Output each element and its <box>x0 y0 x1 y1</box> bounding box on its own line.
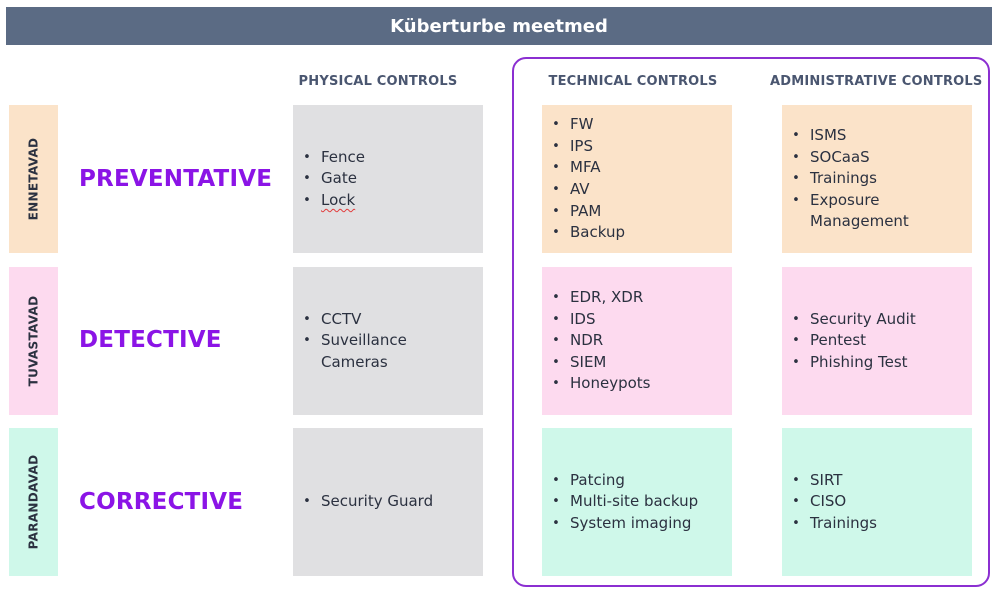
list-item: •SOCaaS <box>782 147 907 169</box>
list-item: •AV <box>542 179 625 201</box>
bullet-icon: • <box>792 333 800 349</box>
bullet-list: •CCTV •Suveillance Cameras <box>293 309 413 374</box>
bullet-icon: • <box>552 354 560 370</box>
list-item: •EDR, XDR <box>542 287 650 309</box>
list-item: •Fence <box>293 147 365 169</box>
list-item: •SIRT <box>782 470 877 492</box>
bullet-icon: • <box>792 192 800 208</box>
cell-detective-physical: •CCTV •Suveillance Cameras <box>293 267 483 415</box>
bullet-icon: • <box>552 138 560 154</box>
list-item: •Gate <box>293 168 365 190</box>
bullet-icon: • <box>552 203 560 219</box>
bullet-icon: • <box>792 128 800 144</box>
bullet-list: •EDR, XDR •IDS •NDR •SIEM •Honeypots <box>542 287 650 395</box>
bullet-icon: • <box>303 149 311 165</box>
column-header-administrative: ADMINISTRATIVE CONTROLS <box>770 74 983 89</box>
bullet-icon: • <box>552 311 560 327</box>
list-item: •IPS <box>542 136 625 158</box>
bullet-icon: • <box>552 117 560 133</box>
bullet-icon: • <box>792 354 800 370</box>
bullet-icon: • <box>303 333 311 349</box>
list-item: •Patcing <box>542 470 698 492</box>
list-item: •PAM <box>542 201 625 223</box>
list-item: •Suveillance Cameras <box>293 330 413 373</box>
diagram-title: Küberturbe meetmed <box>390 15 608 37</box>
bullet-icon: • <box>552 290 560 306</box>
list-item: •IDS <box>542 309 650 331</box>
bullet-icon: • <box>552 515 560 531</box>
cell-preventative-administrative: •ISMS •SOCaaS •Trainings •Exposure Manag… <box>782 105 972 253</box>
bullet-icon: • <box>552 182 560 197</box>
list-item: •CCTV <box>293 309 413 331</box>
bullet-list: •Fence •Gate • Lock <box>293 147 365 212</box>
list-item: •Trainings <box>782 168 907 190</box>
list-item: •CISO <box>782 491 877 513</box>
list-item: •Backup <box>542 222 625 244</box>
bullet-icon: • <box>792 472 800 488</box>
list-item: •Security Guard <box>293 491 433 513</box>
list-item: •Exposure Management <box>782 190 909 233</box>
list-item: •Multi-site backup <box>542 491 698 513</box>
list-item: •System imaging <box>542 513 698 535</box>
cell-corrective-technical: •Patcing •Multi-site backup •System imag… <box>542 428 732 576</box>
side-label-tuvastavad: TUVASTAVAD <box>9 267 58 415</box>
side-label-ennetavad: ENNETAVAD <box>9 105 58 253</box>
category-corrective: CORRECTIVE <box>79 489 244 515</box>
list-item: •Security Audit <box>782 309 916 331</box>
list-item: •Trainings <box>782 513 877 535</box>
category-detective: DETECTIVE <box>79 327 222 353</box>
bullet-icon: • <box>552 160 560 176</box>
cell-corrective-physical: •Security Guard <box>293 428 483 576</box>
bullet-icon: • <box>552 333 560 349</box>
category-preventative: PREVENTATIVE <box>79 166 273 192</box>
side-label-parandavad: PARANDAVAD <box>9 428 58 576</box>
list-item: •ISMS <box>782 125 907 147</box>
bullet-list: •ISMS •SOCaaS •Trainings •Exposure Manag… <box>782 125 909 233</box>
bullet-icon: • <box>303 494 311 510</box>
list-item: •NDR <box>542 330 650 352</box>
bullet-icon: • <box>552 494 560 510</box>
bullet-icon: • <box>303 192 311 208</box>
list-item: •FW <box>542 114 625 136</box>
list-item: •Pentest <box>782 330 916 352</box>
list-item: •SIEM <box>542 352 650 374</box>
bullet-icon: • <box>792 515 800 531</box>
bullet-icon: • <box>792 311 800 327</box>
column-header-technical: TECHNICAL CONTROLS <box>548 74 718 89</box>
bullet-icon: • <box>792 149 800 165</box>
cell-detective-administrative: •Security Audit •Pentest •Phishing Test <box>782 267 972 415</box>
list-item: •Honeypots <box>542 373 650 395</box>
bullet-icon: • <box>552 225 560 241</box>
bullet-icon: • <box>552 472 560 488</box>
bullet-icon: • <box>552 376 560 392</box>
bullet-list: •Patcing •Multi-site backup •System imag… <box>542 470 698 535</box>
cell-preventative-physical: •Fence •Gate • Lock <box>293 105 483 253</box>
bullet-icon: • <box>303 311 311 327</box>
list-item: •MFA <box>542 157 625 179</box>
bullet-icon: • <box>792 494 800 510</box>
list-item: •Phishing Test <box>782 352 916 374</box>
diagram-title-bar: Küberturbe meetmed <box>6 7 992 45</box>
spellcheck-underlined-text: Lock <box>321 190 356 209</box>
bullet-icon: • <box>303 171 311 187</box>
column-header-physical: PHYSICAL CONTROLS <box>298 74 458 89</box>
list-item: • Lock <box>293 190 365 212</box>
technical-administrative-highlight-frame <box>512 57 990 587</box>
cell-corrective-administrative: •SIRT •CISO •Trainings <box>782 428 972 576</box>
bullet-list: •FW •IPS •MFA •AV •PAM •Backup <box>542 114 625 244</box>
cell-preventative-technical: •FW •IPS •MFA •AV •PAM •Backup <box>542 105 732 253</box>
bullet-list: •SIRT •CISO •Trainings <box>782 470 877 535</box>
bullet-list: •Security Guard <box>293 491 433 513</box>
cell-detective-technical: •EDR, XDR •IDS •NDR •SIEM •Honeypots <box>542 267 732 415</box>
bullet-list: •Security Audit •Pentest •Phishing Test <box>782 309 916 374</box>
bullet-icon: • <box>792 171 800 187</box>
